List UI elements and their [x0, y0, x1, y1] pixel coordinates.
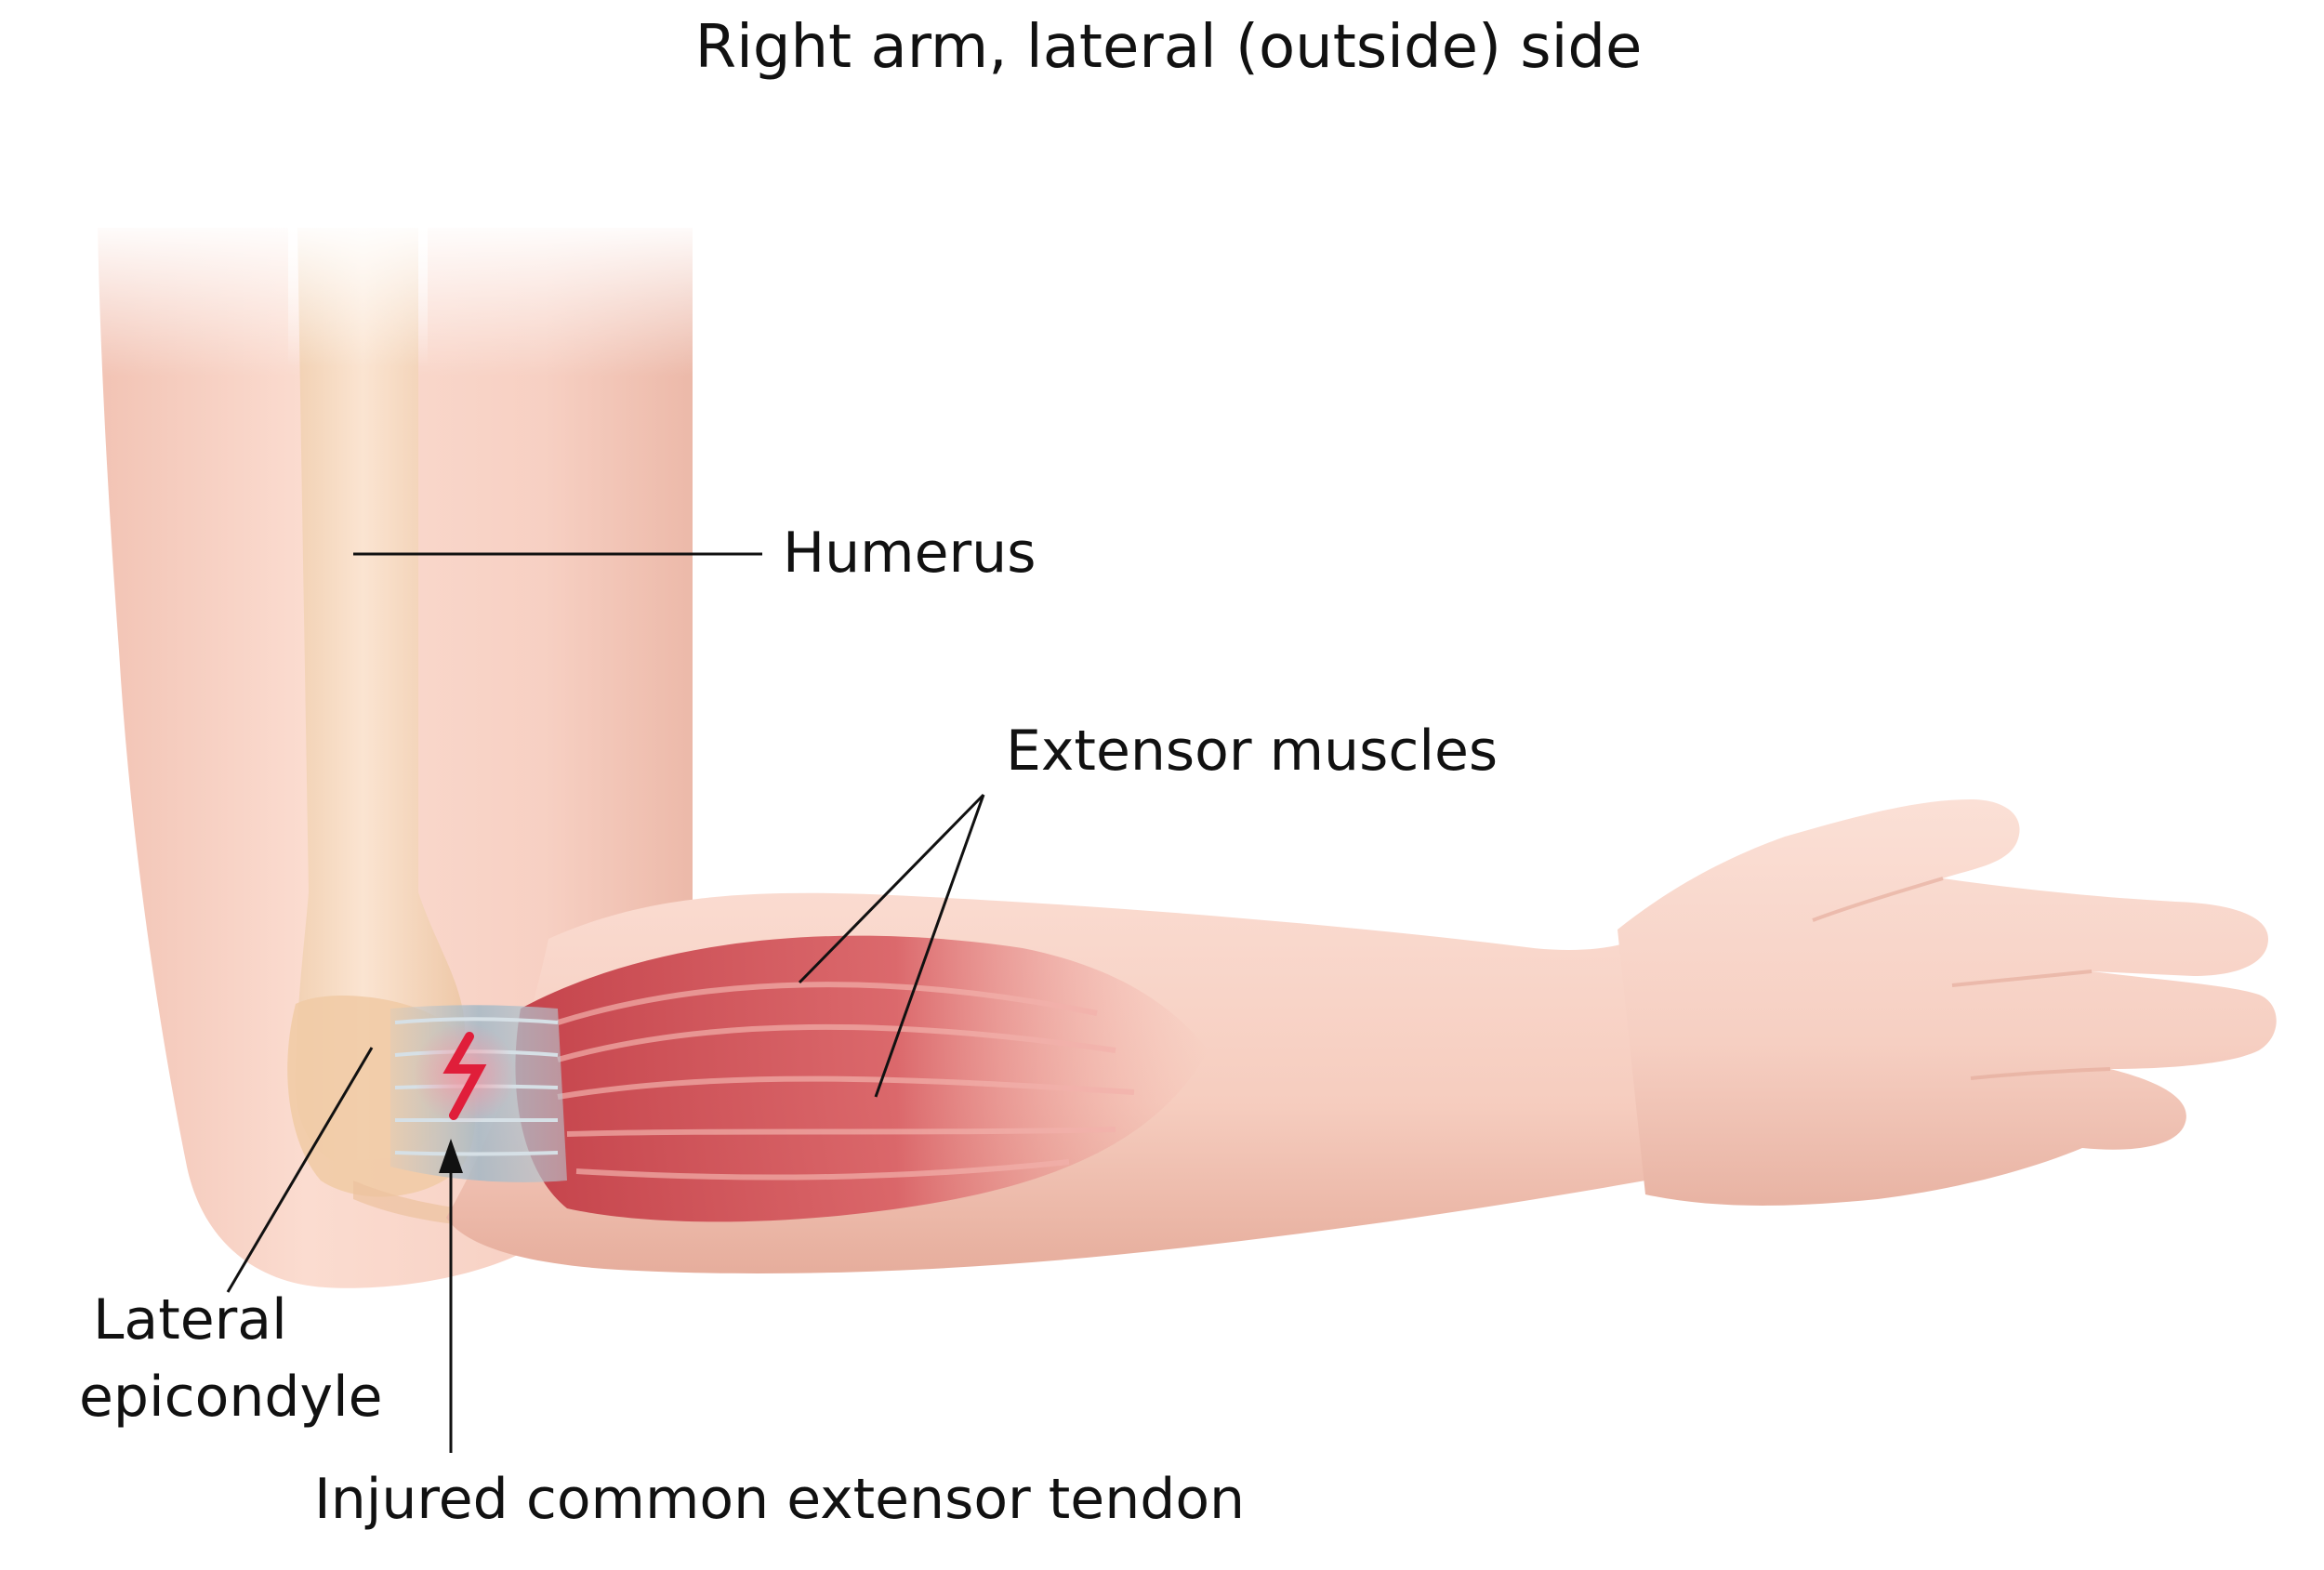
- injury-mark: [414, 1022, 516, 1125]
- humerus-bone: [288, 218, 465, 1162]
- diagram-title: Right arm, lateral (outside) side: [695, 13, 1643, 82]
- extensor-leader-line-1: [798, 793, 985, 984]
- lateral-epicondyle-label-line2: epicondyle: [79, 1365, 383, 1430]
- leader-lines: [226, 552, 985, 1453]
- humerus-label: Humerus: [783, 521, 1036, 586]
- lateral-epicondyle-label-line1: Lateral: [93, 1287, 287, 1352]
- hand: [1618, 799, 2277, 1206]
- extensor-muscles-label: Extensor muscles: [1006, 719, 1498, 784]
- extensor-leader-line-2: [874, 794, 985, 1098]
- extensor-muscles: [515, 935, 1208, 1222]
- injured-tendon-label: Injured common extensor tendon: [314, 1467, 1245, 1532]
- tendon-arrow-head: [439, 1139, 463, 1173]
- epicondyle-leader-line: [226, 1047, 374, 1293]
